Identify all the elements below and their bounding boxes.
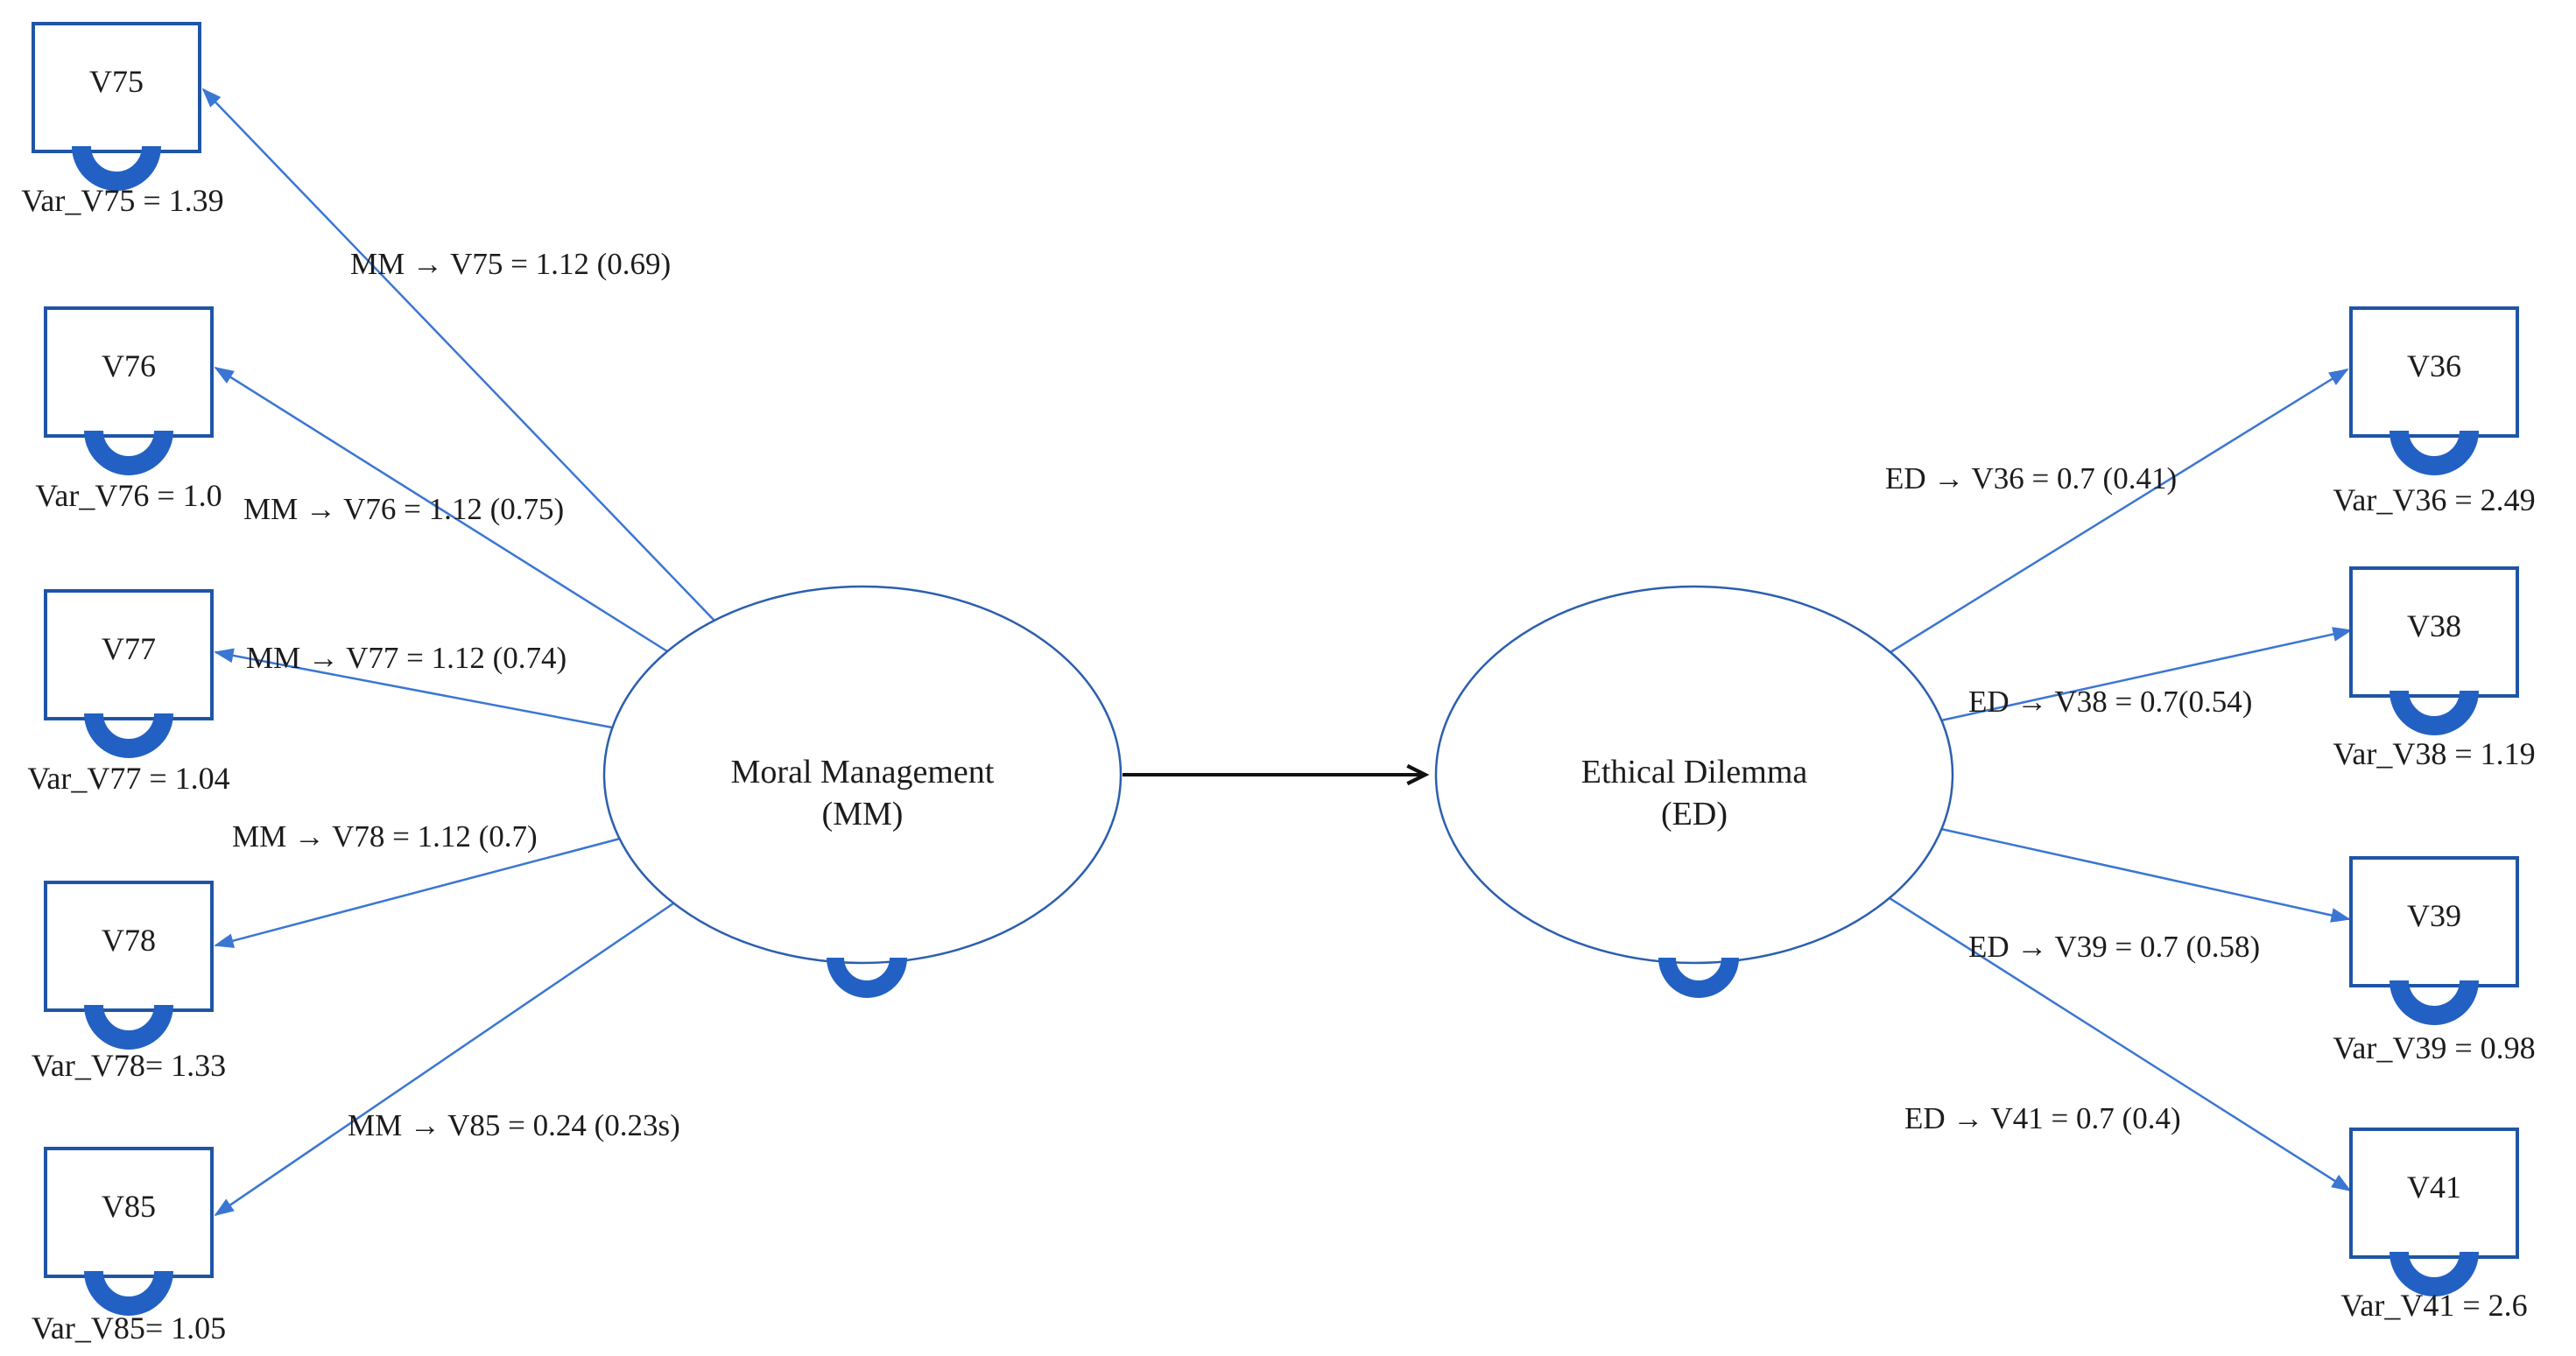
node-label-v36: V36 bbox=[2407, 348, 2461, 383]
loading-label-mm-v75: MM → V75 = 1.12 (0.69) bbox=[350, 247, 672, 281]
indicator-box-v85 bbox=[44, 1147, 214, 1278]
latent-ellipse-mm bbox=[602, 585, 1123, 965]
node-label-v77: V77 bbox=[102, 631, 156, 666]
indicator-box-v78 bbox=[44, 881, 214, 1012]
error-arc-v77 bbox=[84, 713, 173, 758]
latent-label-ed: Ethical Dilemma (ED) bbox=[1467, 751, 1922, 835]
arrow-ed-to-v38 bbox=[1940, 627, 2353, 722]
loading-label-ed-v36: ED → V36 = 0.7 (0.41) bbox=[1885, 461, 2178, 495]
arrow-ed-to-v36 bbox=[1890, 368, 2349, 654]
latent-label-mm: Moral Management (MM) bbox=[635, 751, 1090, 835]
indicator-box-v76 bbox=[44, 306, 214, 438]
loading-label-ed-v41: ED → V41 = 0.7 (0.4) bbox=[1904, 1101, 2181, 1135]
node-label-v85: V85 bbox=[102, 1189, 156, 1224]
indicator-box-v36 bbox=[2349, 306, 2519, 438]
var-label-v77: Var_V77 = 1.04 bbox=[27, 761, 230, 796]
indicator-box-v41 bbox=[2349, 1128, 2519, 1259]
loading-label-ed-v38: ED → V38 = 0.7(0.54) bbox=[1968, 685, 2253, 719]
arrow-mm-to-v75 bbox=[201, 88, 715, 622]
latent-label-mm-line1: Moral Management bbox=[730, 754, 995, 790]
loading-label-ed-v39: ED → V39 = 0.7 (0.58) bbox=[1968, 930, 2261, 964]
indicator-box-v38 bbox=[2349, 566, 2519, 698]
latent-ellipse-ed bbox=[1434, 585, 1954, 965]
error-arc-v78 bbox=[84, 1004, 173, 1050]
latent-label-mm-line2: (MM) bbox=[821, 796, 904, 833]
node-label-v75: V75 bbox=[89, 64, 144, 99]
node-label-v76: V76 bbox=[102, 348, 156, 383]
error-arc-ed bbox=[1658, 957, 1739, 998]
arrow-mm-to-v85 bbox=[214, 902, 674, 1217]
indicator-box-v77 bbox=[44, 589, 214, 720]
error-arc-v76 bbox=[84, 430, 173, 475]
error-arc-v39 bbox=[2389, 980, 2479, 1025]
loading-label-mm-v85: MM → V85 = 0.24 (0.23s) bbox=[348, 1108, 680, 1142]
latent-label-ed-line1: Ethical Dilemma bbox=[1580, 754, 1808, 790]
error-arc-v41 bbox=[2389, 1251, 2479, 1296]
node-label-v39: V39 bbox=[2407, 898, 2461, 933]
error-arc-v36 bbox=[2389, 430, 2479, 475]
error-arc-v38 bbox=[2389, 690, 2479, 735]
var-label-v39: Var_V39 = 0.98 bbox=[2333, 1030, 2536, 1065]
loading-label-mm-v77: MM → V77 = 1.12 (0.74) bbox=[246, 641, 567, 675]
var-label-v36: Var_V36 = 2.49 bbox=[2333, 482, 2536, 517]
var-label-v75: Var_V75 = 1.39 bbox=[21, 183, 224, 218]
node-label-v78: V78 bbox=[102, 923, 156, 958]
arrow-ed-to-v39 bbox=[1940, 827, 2351, 923]
arrow-mm-to-v77 bbox=[214, 648, 613, 729]
node-label-v38: V38 bbox=[2407, 608, 2461, 643]
error-arc-mm bbox=[827, 957, 907, 998]
latent-label-ed-line2: (ED) bbox=[1661, 796, 1728, 833]
var-label-v41: Var_V41 = 2.6 bbox=[2340, 1288, 2528, 1323]
arrow-mm-to-v78 bbox=[214, 837, 621, 948]
loading-label-mm-v78: MM → V78 = 1.12 (0.7) bbox=[232, 819, 538, 854]
var-label-v76: Var_V76 = 1.0 bbox=[35, 478, 222, 513]
arrow-ed-to-v41 bbox=[1889, 896, 2352, 1192]
arrow-mm-to-v76 bbox=[214, 366, 668, 653]
var-label-v38: Var_V38 = 1.19 bbox=[2333, 736, 2536, 771]
indicator-box-v75 bbox=[32, 22, 201, 153]
loading-label-mm-v76: MM → V76 = 1.12 (0.75) bbox=[243, 492, 565, 526]
var-label-v78: Var_V78= 1.33 bbox=[31, 1048, 227, 1083]
error-arc-v85 bbox=[84, 1270, 173, 1316]
node-label-v41: V41 bbox=[2407, 1170, 2461, 1205]
indicator-box-v39 bbox=[2349, 856, 2519, 987]
var-label-v85: Var_V85= 1.05 bbox=[31, 1310, 227, 1345]
error-arc-v75 bbox=[72, 145, 161, 191]
